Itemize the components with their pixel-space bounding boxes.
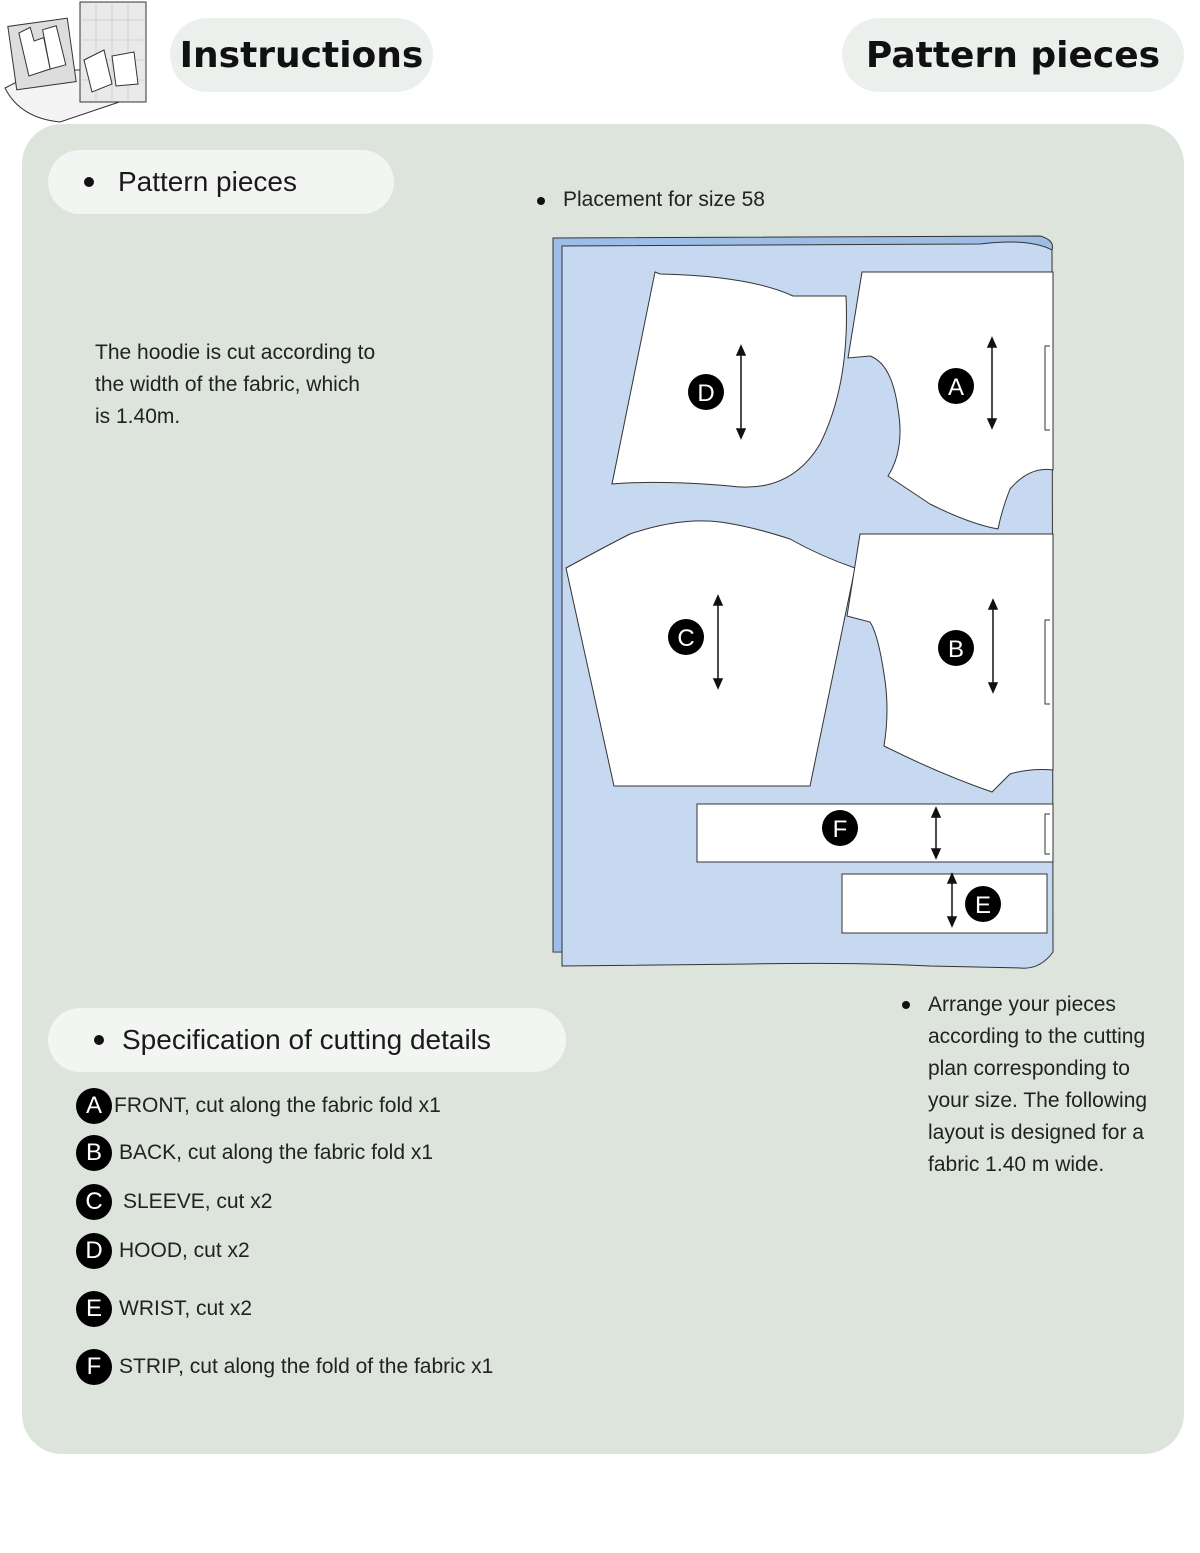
bullet-icon — [84, 177, 94, 187]
badge-e-icon: E — [76, 1291, 112, 1327]
badge-d: D — [688, 374, 724, 410]
spec-item-b: B BACK, cut along the fabric fold x1 — [76, 1135, 433, 1171]
spec-item-c: C SLEEVE, cut x2 — [76, 1184, 272, 1220]
pattern-pieces-section-heading: Pattern pieces — [48, 150, 394, 214]
badge-e: E — [965, 886, 1001, 922]
section-title: Pattern pieces — [118, 166, 297, 197]
piece-e-wrist — [841, 873, 1048, 934]
badge-c-label: C — [677, 625, 694, 652]
spec-item-a: A FRONT, cut along the fabric fold x1 — [76, 1088, 441, 1124]
spec-item-f: F STRIP, cut along the fold of the fabri… — [76, 1349, 493, 1385]
instructions-header: Instructions — [170, 18, 433, 92]
spec-item-text: WRIST, cut x2 — [119, 1297, 253, 1320]
piece-d-hood — [611, 271, 847, 488]
cutting-layout-diagram: D A C B F E — [550, 234, 1060, 974]
fabric-width-note: The hoodie is cut according to the width… — [95, 341, 376, 428]
spec-item-text: FRONT, cut along the fabric fold x1 — [114, 1094, 441, 1117]
badge-c-icon: C — [76, 1184, 112, 1220]
spec-item-text: HOOD, cut x2 — [119, 1239, 250, 1262]
pattern-pieces-header: Pattern pieces — [842, 18, 1184, 92]
badge-e-label: E — [975, 892, 991, 919]
badge-d-icon: D — [76, 1233, 112, 1269]
spec-item-text: SLEEVE, cut x2 — [123, 1190, 273, 1213]
badge-f-label: F — [833, 816, 848, 843]
badge-c: C — [668, 619, 704, 655]
spec-item-text: STRIP, cut along the fold of the fabric … — [119, 1355, 494, 1378]
badge-a-label: A — [948, 374, 964, 401]
instructions-title: Instructions — [179, 34, 424, 76]
piece-c-sleeve — [565, 520, 856, 787]
bullet-icon — [902, 1001, 910, 1009]
spec-item-d: D HOOD, cut x2 — [76, 1233, 250, 1269]
bullet-icon — [537, 197, 545, 205]
spec-section-heading: Specification of cutting details — [48, 1008, 566, 1072]
spec-item-e: E WRIST, cut x2 — [76, 1291, 252, 1327]
badge-b: B — [938, 630, 974, 666]
spec-title: Specification of cutting details — [122, 1024, 491, 1055]
pattern-logo-illustration — [4, 1, 147, 123]
bullet-icon — [94, 1035, 104, 1045]
badge-b-label: B — [948, 636, 964, 663]
pattern-pieces-title: Pattern pieces — [865, 34, 1161, 76]
piece-f-strip — [696, 803, 1054, 863]
arrange-note: Arrange your pieces according to the cut… — [928, 993, 1148, 1176]
badge-a-icon: A — [76, 1088, 112, 1124]
badge-d-label: D — [697, 380, 714, 407]
spec-item-text: BACK, cut along the fabric fold x1 — [119, 1141, 434, 1164]
badge-b-icon: B — [76, 1135, 112, 1171]
badge-a: A — [938, 368, 974, 404]
placement-title: Placement for size 58 — [563, 188, 765, 211]
badge-f-icon: F — [76, 1349, 112, 1385]
badge-f: F — [822, 810, 858, 846]
